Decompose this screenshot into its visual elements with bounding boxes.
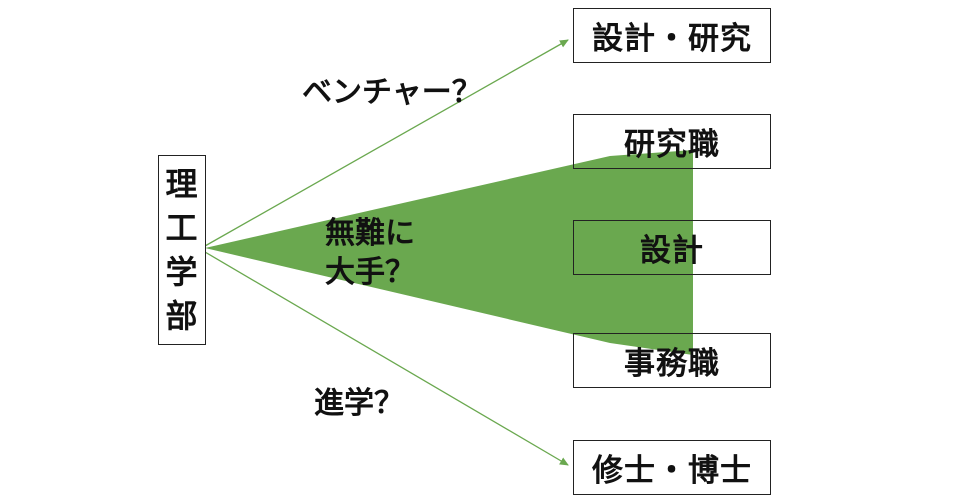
node-research-job-label: 研究職	[624, 127, 720, 163]
label-safe-line2: 大手？	[325, 255, 415, 290]
label-grad-school: 進学？	[314, 384, 404, 423]
label-venture: ベンチャー？	[302, 73, 482, 112]
node-office-job: 事務職	[573, 333, 771, 388]
arrow-to-graduate	[204, 251, 569, 466]
origin-node-science-engineering: 理 工 学 部	[158, 155, 206, 345]
origin-char-3: 学	[165, 253, 199, 291]
node-design-research: 設計・研究	[573, 8, 771, 63]
origin-char-4: 部	[165, 297, 199, 335]
label-safe-big-company: 無難に 大手？	[325, 214, 415, 292]
node-masters-doctorate-label: 修士・博士	[592, 453, 752, 489]
node-design-research-label: 設計・研究	[592, 21, 752, 57]
node-office-job-label: 事務職	[624, 346, 720, 382]
arrow-to-research-design	[204, 39, 569, 247]
main-fan-wedge	[205, 150, 693, 355]
node-research-job: 研究職	[573, 114, 771, 169]
origin-char-2: 工	[165, 209, 199, 247]
origin-char-1: 理	[165, 165, 199, 203]
label-venture-text: ベンチャー？	[302, 75, 482, 110]
label-grad-text: 進学？	[314, 386, 404, 421]
node-masters-doctorate: 修士・博士	[573, 440, 771, 495]
node-design-job: 設計	[573, 220, 771, 275]
label-safe-line1: 無難に	[325, 216, 415, 251]
node-design-job-label: 設計	[640, 233, 704, 269]
